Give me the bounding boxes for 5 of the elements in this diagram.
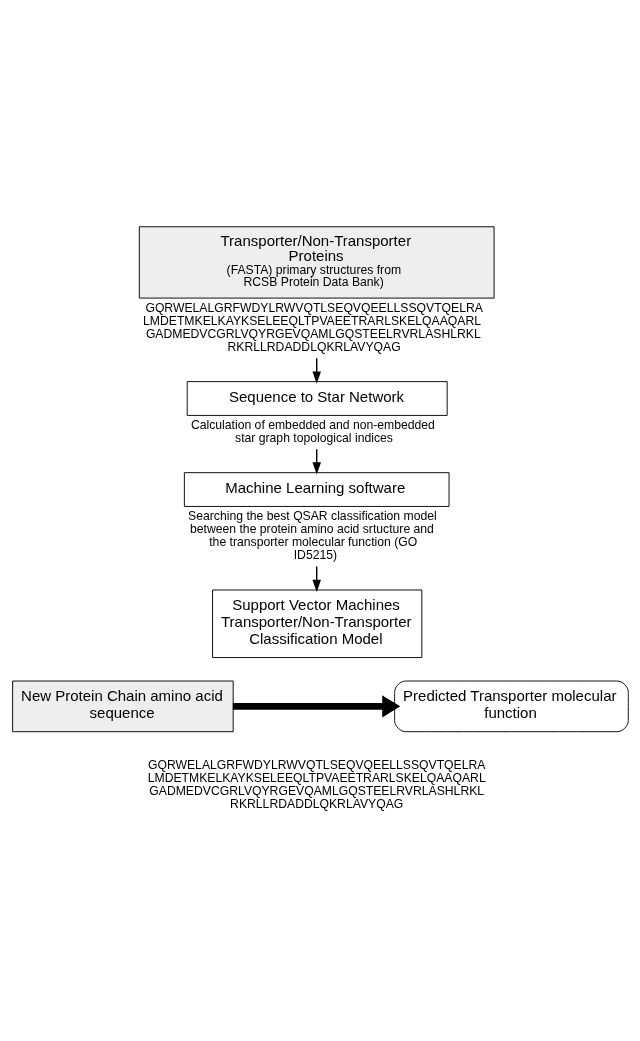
node-label: Searching the best QSAR classification model between the protein amino acid srtucture and the transporter molecular function (GO ID5215) <box>188 508 437 562</box>
arrow <box>232 694 401 717</box>
node-label: GQRWELALGRFWDYLRWVQTLSEQVQEELLSSQVTQELRA LMDETMKELKAYKSELEEQLTPVAEETRARLSKELQAAQARL GADMEDVCGRLVQYRGEVQAMLGQSTEELRVRLASHLRKL RKRLLRDADDLQKRLAVYQAG <box>143 300 483 354</box>
label: GQRWELALGRFWDYLRWVQTLSEQVQEELLSSQVTQELRA LMDETMKELKAYKSELEEQLTPVAEETRARLSKELQAAQARL GADMEDVCGRLVQYRGEVQAMLGQSTEELRVRLASHLRKL RKRLLRDADDLQKRLAVYQAG <box>147 757 486 811</box>
node-label: Calculation of embedded and non-embedded star graph topological indices <box>190 417 435 445</box>
